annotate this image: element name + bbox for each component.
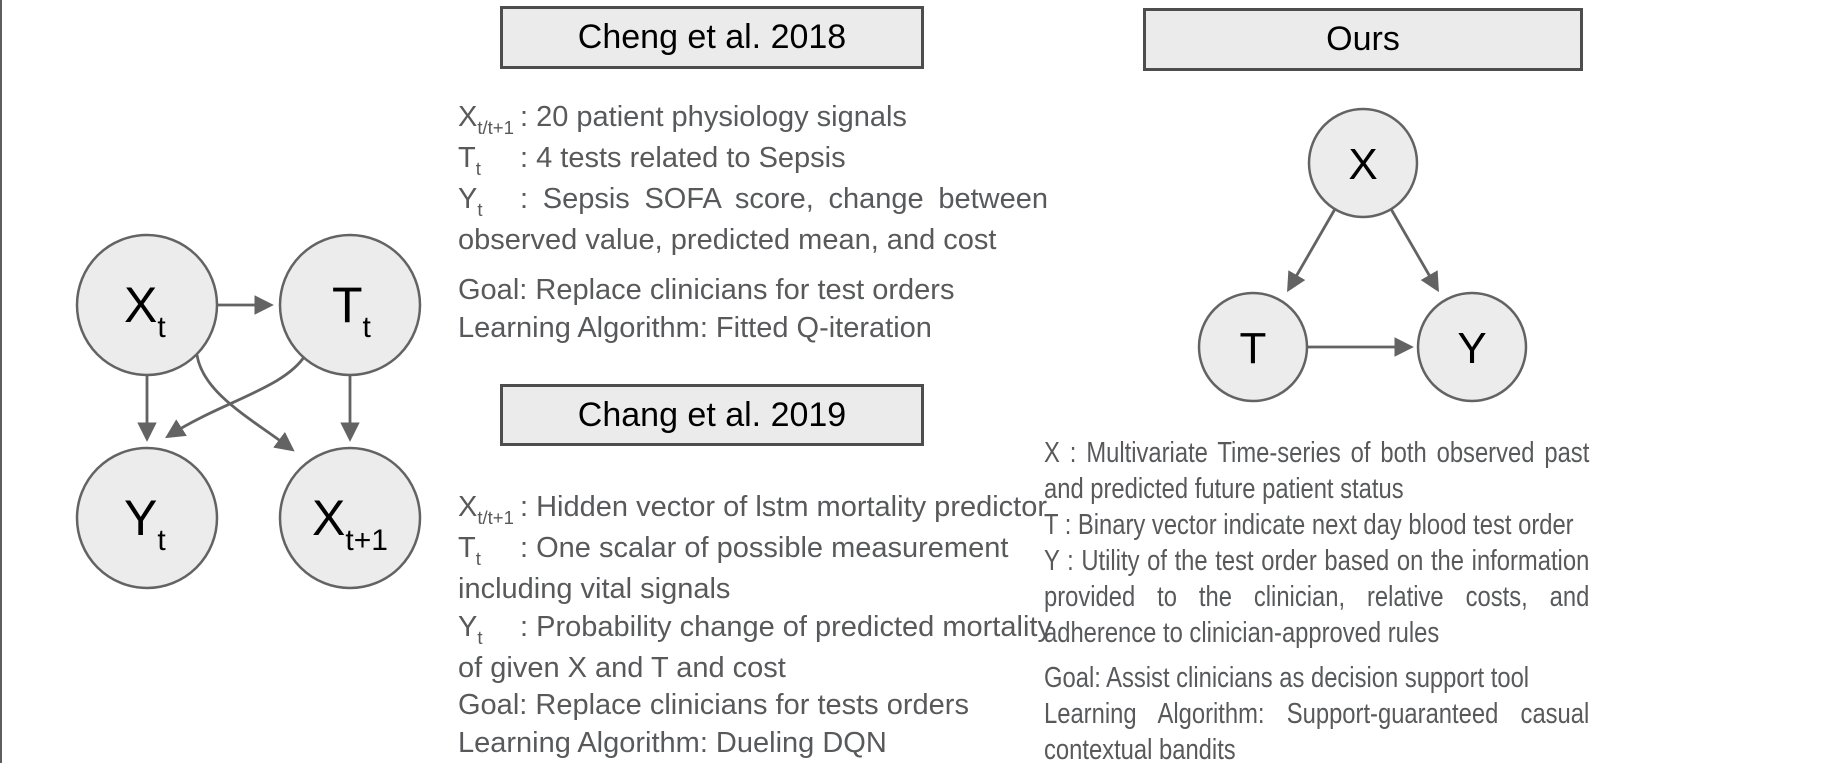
ours-term-definitions: X : Multivariate Time-series of both obs… [1044, 435, 1589, 651]
text-line: Yt: Sepsis SOFA score, change between [458, 180, 1048, 221]
node-t-label: T [1240, 324, 1267, 373]
chang-title: Chang et al. 2019 [577, 395, 847, 434]
variable-main: Y [458, 183, 478, 215]
node-x-label: X [1348, 140, 1377, 189]
cheng-title: Cheng et al. 2018 [577, 18, 847, 56]
text-line: Y : Utility of the test order based on t… [1044, 545, 1590, 577]
ours-causal-graph: X T Y [1197, 107, 1528, 403]
text-line: Xt/t+1: 20 patient physiology signals [458, 98, 1048, 139]
variable-main: T [458, 532, 476, 564]
variable-main: T [458, 142, 476, 174]
slide-left-edge [0, 0, 2, 763]
text-line: Goal: Assist clinicians as decision supp… [1044, 662, 1530, 694]
text-line: provided to the clinician, relative cost… [1044, 581, 1590, 613]
left-causal-graph: Xt Tt Yt Xt+1 [75, 233, 422, 590]
node-xt-label: Xt [124, 277, 166, 344]
chang-goal-block: Goal: Replace clinicians for tests order… [458, 686, 1048, 762]
text-line: Xt/t+1: Hidden vector of lstm mortality … [458, 488, 1048, 529]
text-line: Goal: Replace clinicians for tests order… [458, 689, 969, 721]
text-line: Learning Algorithm: Support-guaranteed c… [1044, 698, 1590, 730]
text-line: X : Multivariate Time-series of both obs… [1044, 437, 1590, 469]
text-line: T : Binary vector indicate next day bloo… [1044, 509, 1574, 541]
node-xt1-circle [278, 446, 422, 590]
variable-subscript: t [475, 547, 481, 569]
ours-title: Ours [1326, 20, 1400, 58]
node-yt-circle [75, 446, 219, 590]
text-line: adherence to clinician-approved rules [1044, 617, 1440, 649]
node-tt-label: Tt [332, 277, 372, 344]
text-line: observed value, predicted mean, and cost [458, 224, 997, 256]
term-variable: Tt [458, 139, 520, 180]
text-line: Yt: Probability change of predicted mort… [458, 608, 1052, 649]
edge-tt-to-yt-arrow [165, 353, 308, 439]
variable-main: X [458, 491, 478, 523]
chang-term-definitions: Xt/t+1: Hidden vector of lstm mortality … [458, 488, 1052, 687]
text-line: including vital signals [458, 573, 731, 605]
ours-goal-block: Goal: Assist clinicians as decision supp… [1044, 660, 1589, 763]
ours-title-box: Ours [1143, 8, 1583, 71]
text-line: and predicted future patient status [1044, 473, 1404, 505]
variable-subscript: t/t+1 [477, 506, 514, 528]
variable-main: Y [458, 611, 478, 643]
term-variable: Xt/t+1 [458, 98, 520, 139]
text-line: Learning Algorithm: Fitted Q-iteration [458, 312, 932, 344]
variable-subscript: t [477, 198, 483, 220]
node-y-circle [1416, 291, 1528, 403]
node-t-circle [1197, 291, 1309, 403]
variable-subscript: t [477, 626, 483, 648]
term-variable: Xt/t+1 [458, 488, 520, 529]
text-line: Goal: Replace clinicians for test orders [458, 274, 955, 306]
variable-main: X [458, 101, 478, 133]
node-y-label: Y [1457, 324, 1486, 373]
text-line: Tt: One scalar of possible measurement [458, 529, 1048, 570]
term-variable: Yt [458, 608, 520, 649]
variable-subscript: t/t+1 [477, 116, 514, 138]
text-line: of given X and T and cost [458, 652, 786, 684]
edge-xt-to-xt1-arrow [195, 354, 295, 452]
cheng-title-box: Cheng et al. 2018 [500, 6, 924, 69]
chang-title-box: Chang et al. 2019 [500, 384, 924, 446]
edge-x-to-t-arrow [1287, 208, 1337, 293]
term-variable: Yt [458, 180, 520, 221]
node-tt-circle [278, 233, 422, 377]
node-xt-circle [75, 233, 219, 377]
term-variable: Tt [458, 529, 520, 570]
text-line: Learning Algorithm: Dueling DQN [458, 727, 887, 759]
cheng-goal-block: Goal: Replace clinicians for test orders… [458, 271, 1048, 347]
node-xt1-label: Xt+1 [312, 490, 388, 557]
node-x-circle [1307, 107, 1419, 219]
text-line: contextual bandits [1044, 734, 1236, 763]
text-line: Tt: 4 tests related to Sepsis [458, 139, 1048, 180]
variable-subscript: t [475, 157, 481, 179]
edge-x-to-y-arrow [1389, 208, 1439, 293]
node-yt-label: Yt [124, 490, 166, 557]
